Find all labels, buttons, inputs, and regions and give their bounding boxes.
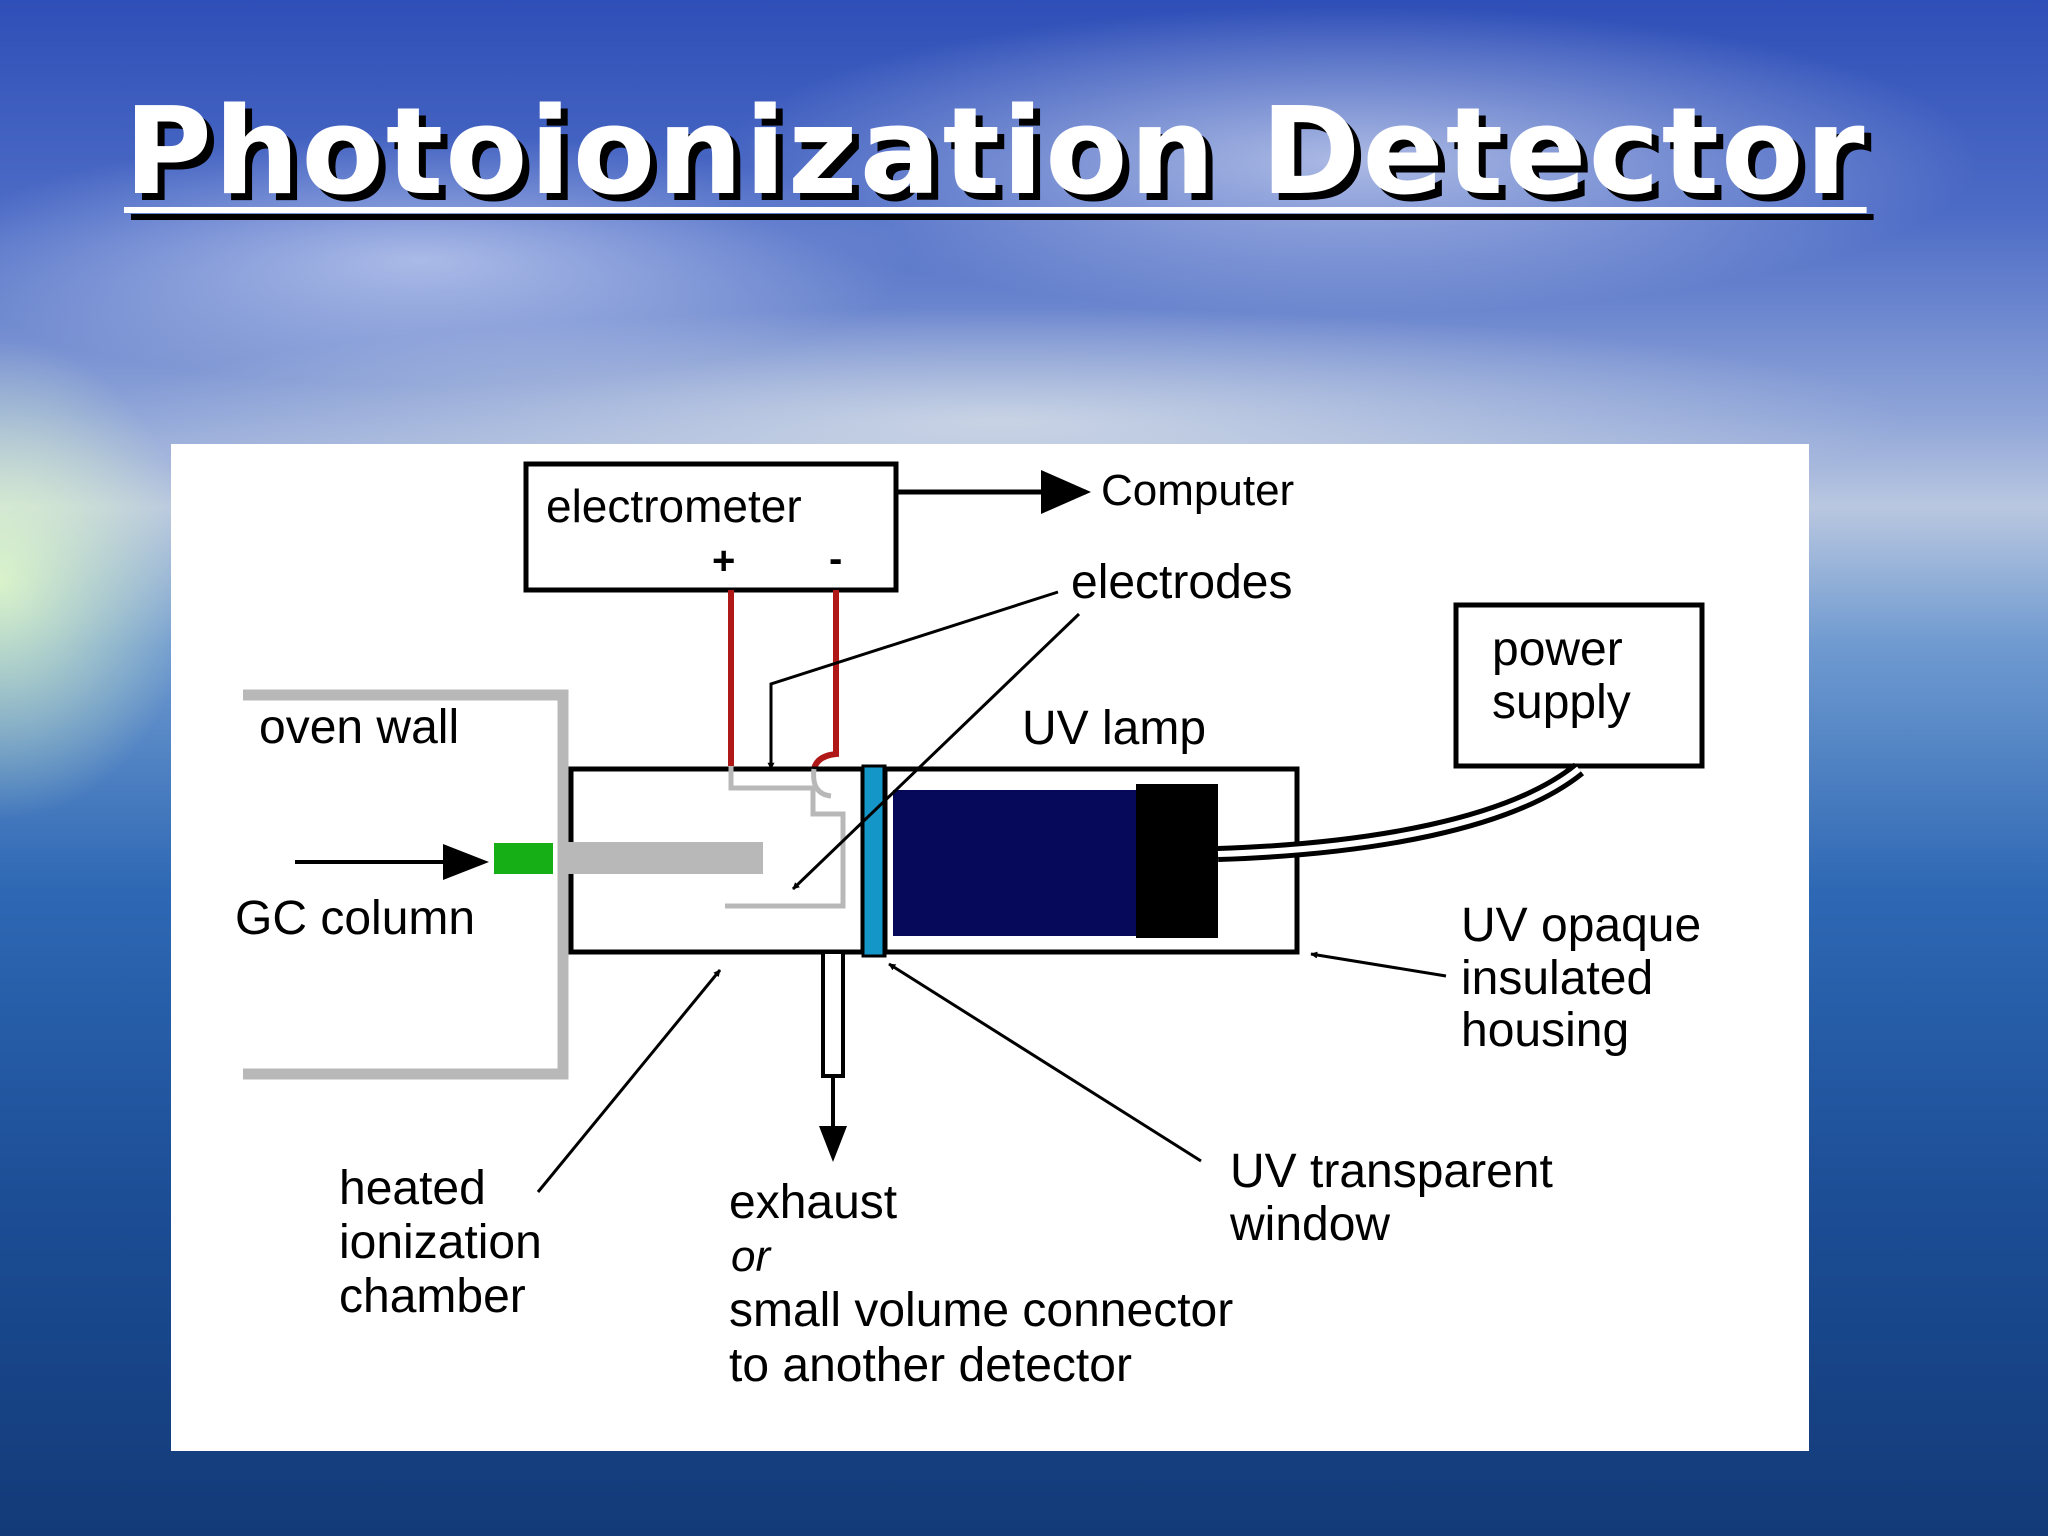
uv-opaque-label-3: housing <box>1461 1004 1629 1057</box>
electrometer-box <box>523 461 899 593</box>
uv-opaque-label-1: UV opaque <box>1461 899 1701 952</box>
negative-wire <box>811 590 839 770</box>
power-cable-inner <box>1217 766 1581 857</box>
exhaust-label-3: small volume connector <box>729 1284 1233 1337</box>
pid-diagram-panel: electrometer + - Computer electrodes pow… <box>171 444 1809 1451</box>
computer-arrowhead <box>1041 470 1091 514</box>
exhaust-tube <box>821 950 845 1078</box>
oven-wall-label: oven wall <box>259 701 459 754</box>
uv-window-label-1: UV transparent <box>1230 1145 1553 1198</box>
uv-opaque-label-2: insulated <box>1461 952 1653 1005</box>
heated-label-2: ionization <box>339 1216 542 1269</box>
uv-lamp-label: UV lamp <box>1022 702 1206 755</box>
electrode-upper-hook <box>811 768 832 799</box>
electrometer-plus: + <box>712 539 735 583</box>
electrometer-label: electrometer <box>546 480 802 532</box>
exhaust-label-2: or <box>731 1232 772 1281</box>
power-supply-label-2: supply <box>1492 676 1631 729</box>
gc-column-tip <box>494 843 553 874</box>
power-supply-box <box>1453 602 1705 769</box>
uv-window-label-2: window <box>1229 1198 1390 1251</box>
electrodes-label: electrodes <box>1071 556 1292 609</box>
computer-label: Computer <box>1101 466 1294 515</box>
housing-pointer <box>1310 951 1447 978</box>
electrometer-minus: - <box>829 537 842 581</box>
uv-lamp-body <box>893 790 1181 936</box>
uv-window <box>861 764 887 958</box>
heated-label-3: chamber <box>339 1270 526 1323</box>
chamber-pointer <box>536 969 722 1193</box>
slide-title: Photoionization Detector <box>124 83 1867 222</box>
exhaust-arrowhead <box>819 1126 847 1162</box>
electrodes-pointer-2 <box>791 612 1081 891</box>
gc-column-arrowhead <box>443 844 489 880</box>
oven-wall <box>243 689 569 1080</box>
electrodes-pointer-1 <box>767 590 1059 770</box>
gc-column-label: GC column <box>235 892 475 945</box>
exhaust-label-4: to another detector <box>729 1339 1132 1392</box>
power-supply-label-1: power <box>1492 623 1623 676</box>
pid-diagram: electrometer + - Computer electrodes pow… <box>235 461 1705 1392</box>
window-pointer <box>888 962 1202 1163</box>
gc-column-tube <box>563 842 763 874</box>
uv-lamp-cap <box>1136 784 1218 938</box>
heated-label-1: heated <box>339 1162 486 1215</box>
exhaust-label-1: exhaust <box>729 1176 897 1229</box>
electrode-upper <box>725 766 846 909</box>
